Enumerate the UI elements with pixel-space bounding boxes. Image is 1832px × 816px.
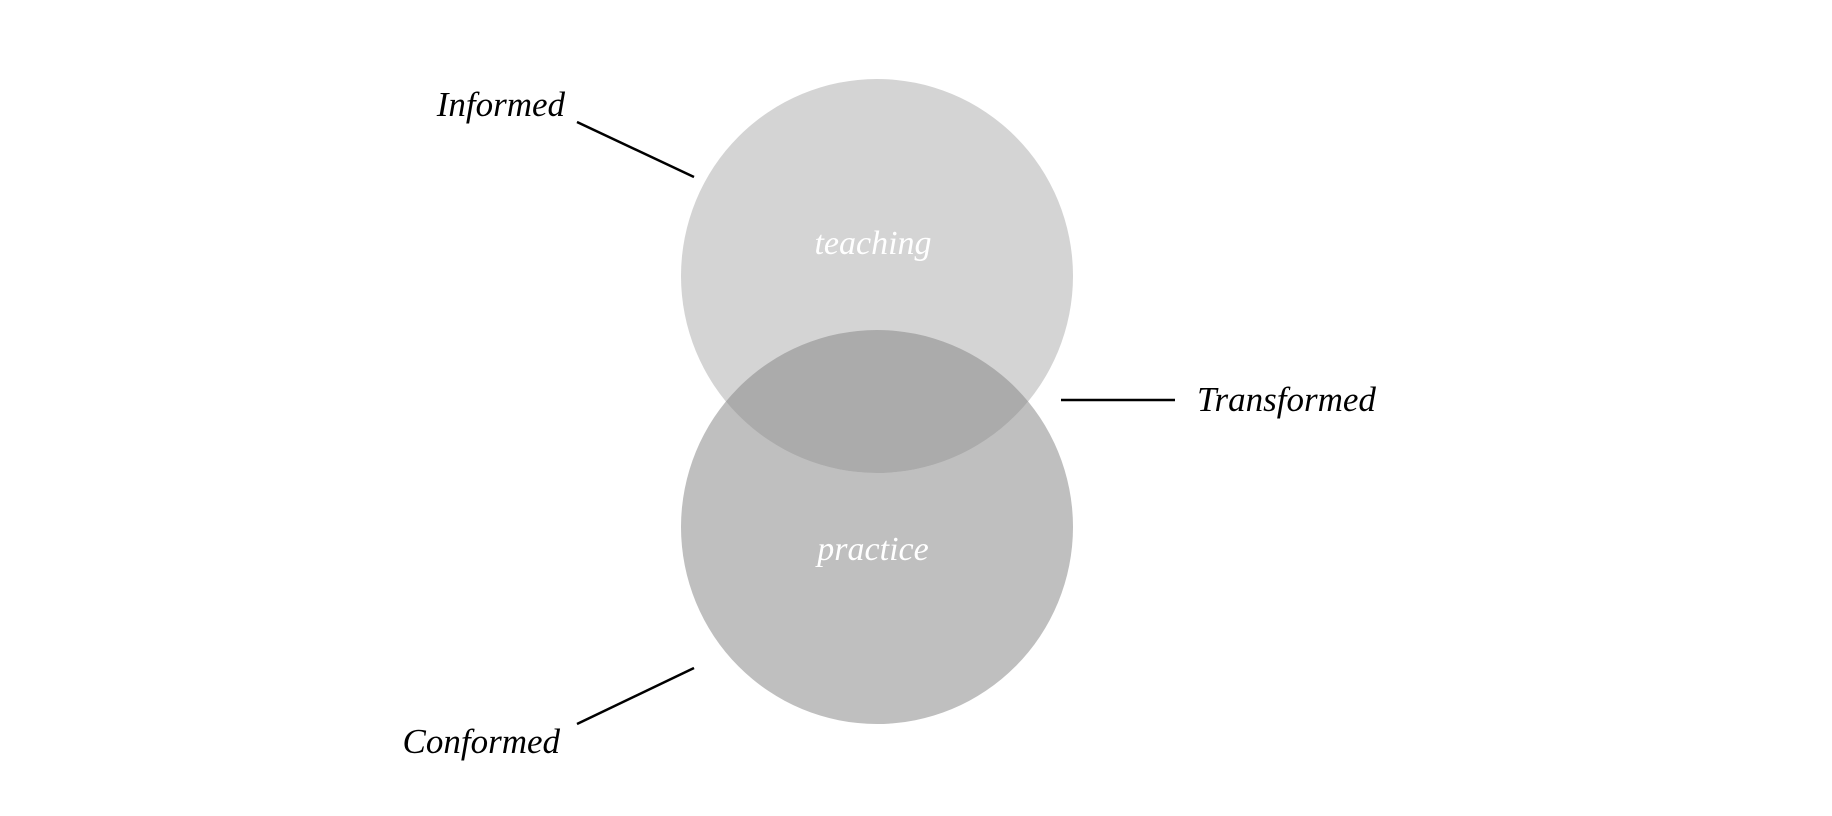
teaching-label: teaching — [814, 225, 931, 262]
transformed-label: Transformed — [1197, 380, 1376, 419]
informed-leader-line — [576, 120, 695, 179]
practice-label: practice — [815, 531, 928, 568]
conformed-label: Conformed — [403, 722, 561, 761]
conformed-leader-line — [576, 666, 695, 726]
informed-label: Informed — [436, 85, 566, 124]
overlap-region — [681, 330, 1073, 473]
